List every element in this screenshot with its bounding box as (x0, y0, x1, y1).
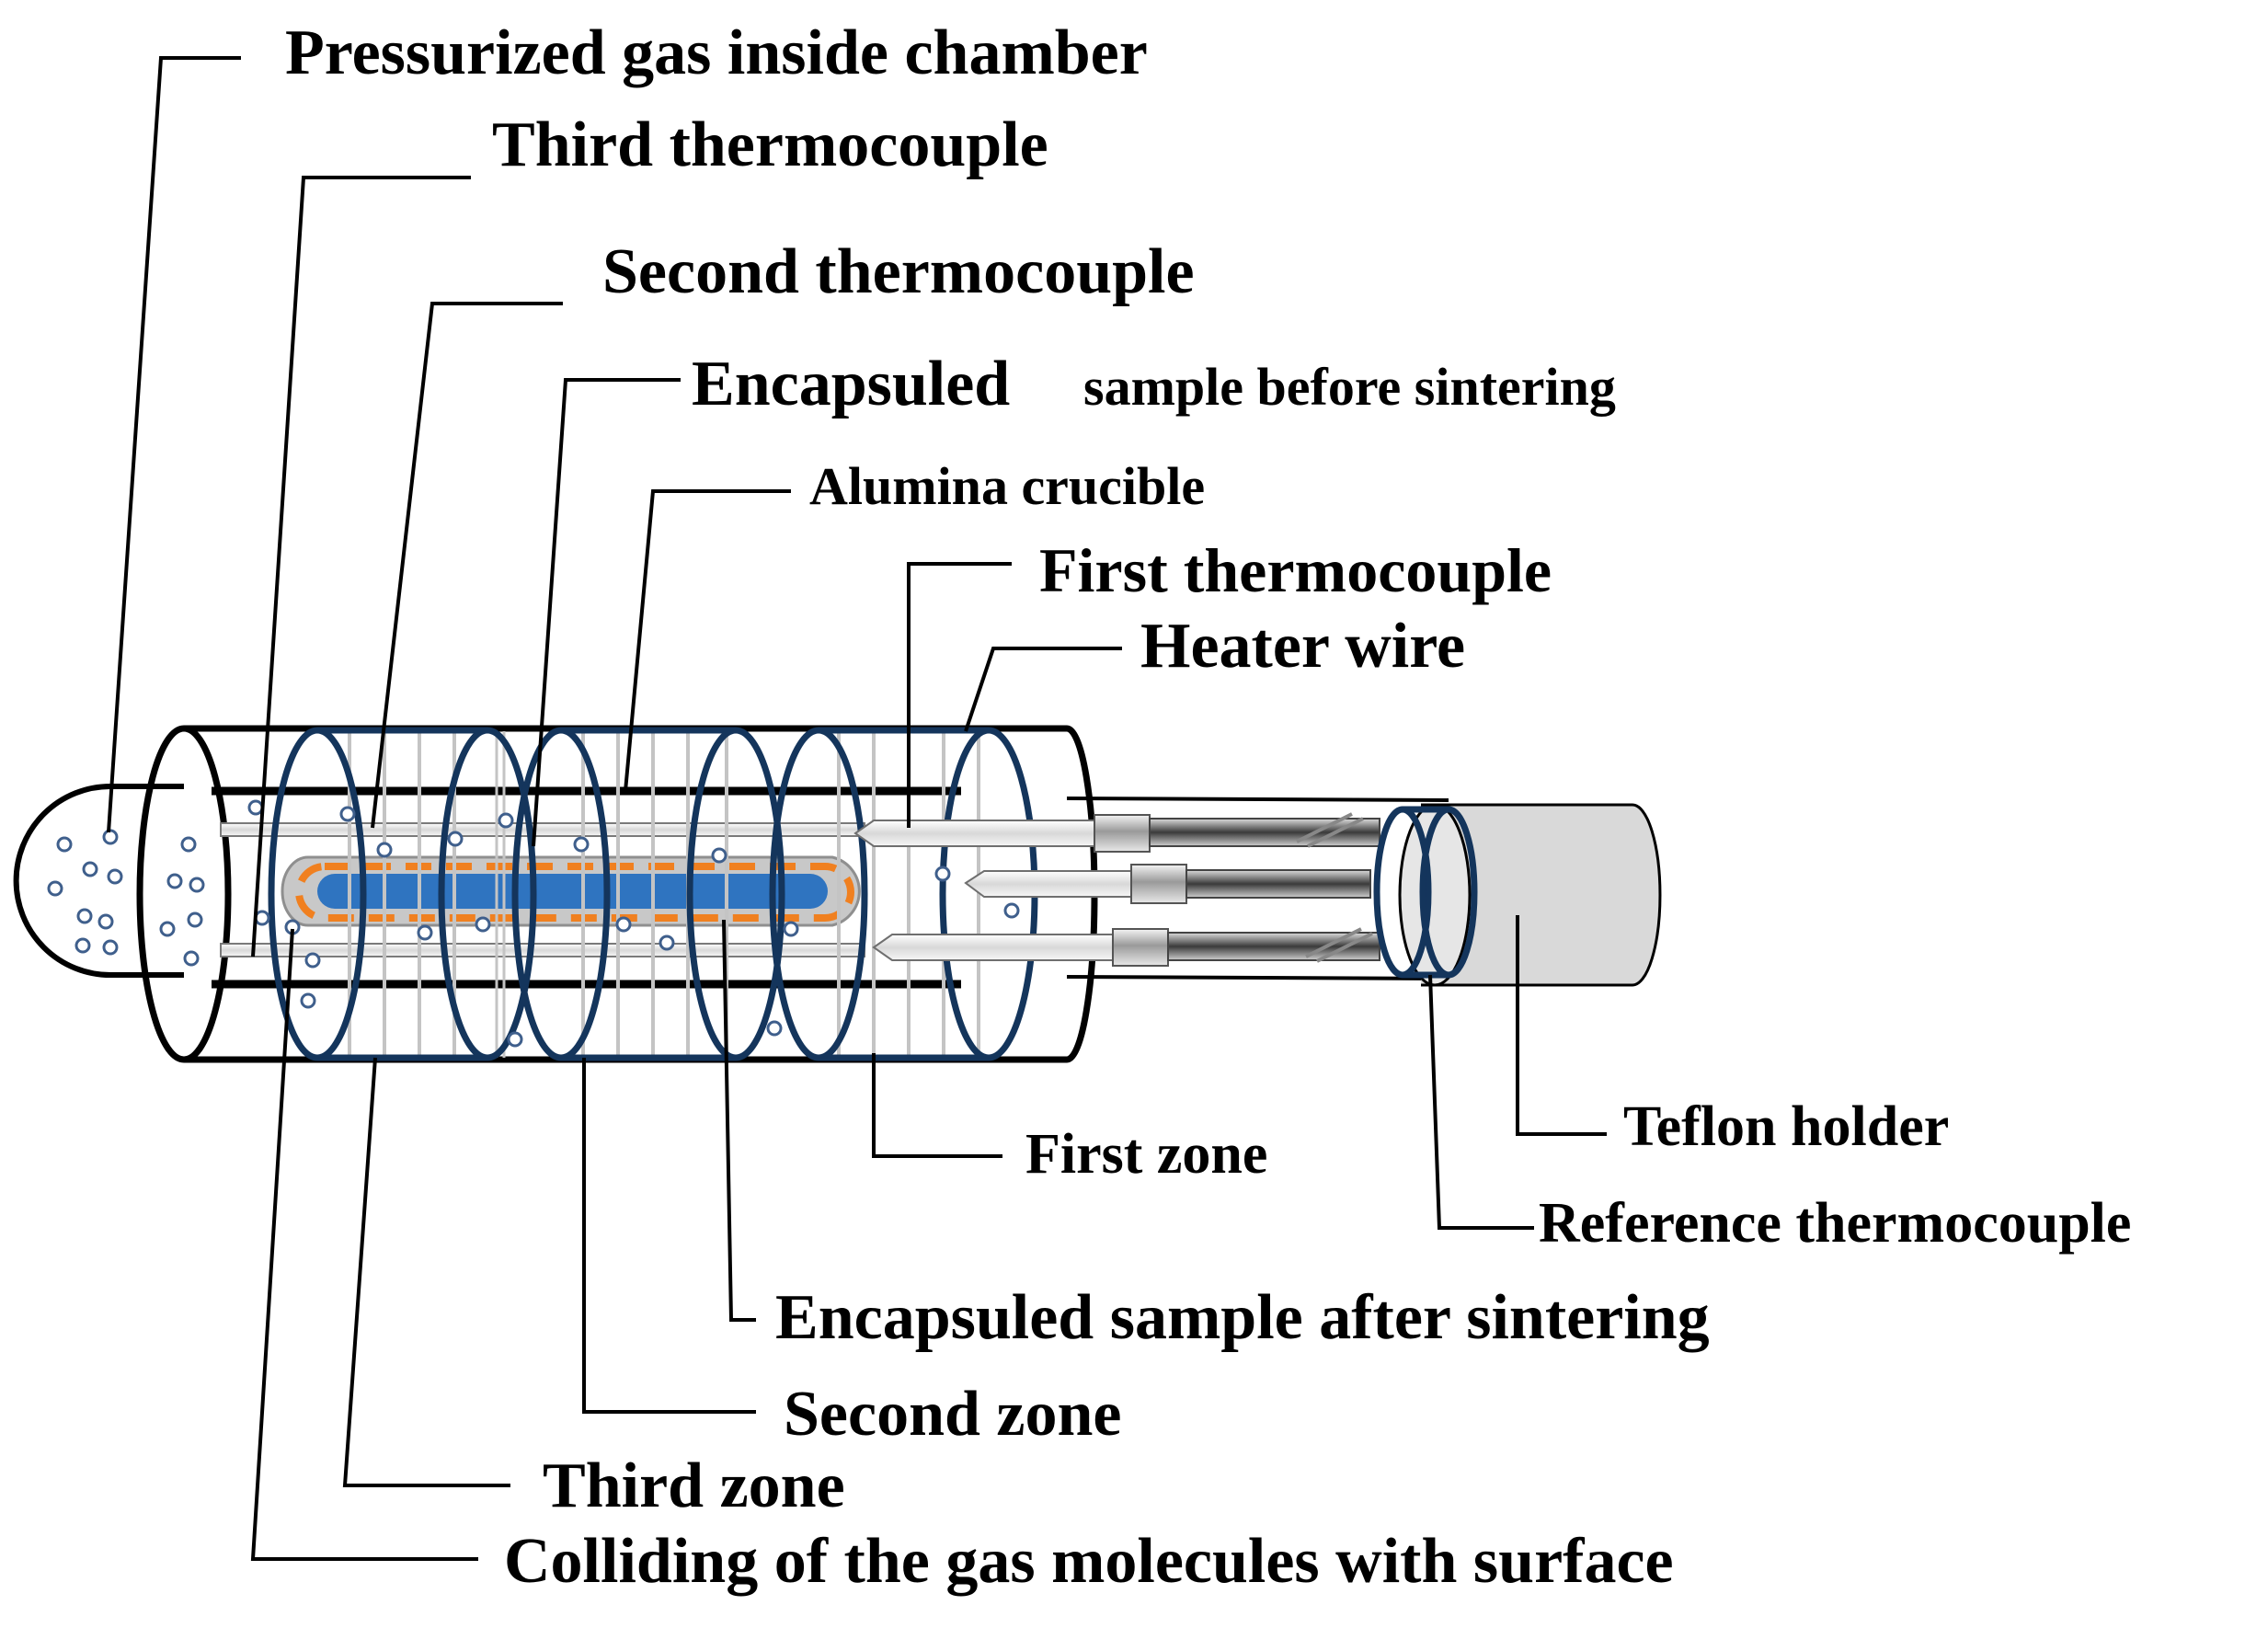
label-second-thermocouple: Second thermocouple (602, 236, 1195, 307)
label-third-thermocouple: Third thermocouple (492, 109, 1048, 180)
heater-wire-lines (348, 731, 980, 1058)
label-pressurized-gas: Pressurized gas inside chamber (285, 17, 1148, 88)
encapsuled-sample-after-sintering-outline (295, 863, 854, 922)
teflon-holder (1398, 803, 1662, 987)
reference-thermocouple-ring (1373, 806, 1478, 979)
label-teflon-holder: Teflon holder (1623, 1095, 1949, 1158)
second-zone-coil (511, 727, 785, 1061)
leader-encapsuled-after (722, 919, 756, 1322)
zone-separator (495, 731, 506, 1058)
external-thermocouple-probes (853, 797, 1449, 980)
leader-reference-thermocouple (1428, 974, 1534, 1230)
label-second-zone: Second zone (784, 1379, 1122, 1450)
leader-third-thermocouple (251, 176, 471, 957)
inner-furnace-bars (212, 786, 961, 989)
leader-lines (107, 56, 1607, 1561)
encapsuled-sample-before-sintering (317, 874, 828, 909)
label-reference-thermocouple: Reference thermocouple (1539, 1192, 2131, 1255)
leader-teflon-holder (1516, 915, 1607, 1136)
label-alumina-crucible: Alumina crucible (809, 456, 1205, 516)
label-first-thermocouple: First thermocouple (1039, 535, 1552, 605)
leader-third-zone (342, 1057, 510, 1487)
leader-second-zone (582, 1058, 756, 1414)
label-encapsuled-after: Encapsuled sample after sintering (775, 1282, 1710, 1353)
label-encapsuled-before-a: Encapsuled (692, 349, 1010, 419)
leader-colliding (250, 928, 478, 1561)
labels: Pressurized gas inside chamber Third the… (285, 17, 2131, 1597)
chamber-end-cap (13, 784, 184, 978)
leader-encapsuled-before (532, 378, 681, 847)
label-colliding: Colliding of the gas molecules with surf… (504, 1526, 1674, 1597)
internal-thermocouple-rods (220, 822, 865, 957)
leader-heater-wire (964, 647, 1122, 732)
third-zone-coil (268, 727, 537, 1061)
label-encapsuled-before-b: sample before sintering (1083, 357, 1616, 417)
label-first-zone: First zone (1025, 1123, 1267, 1186)
leader-first-thermocouple (907, 562, 1012, 828)
gas-molecules (47, 799, 1020, 1048)
leader-pressurized-gas (107, 56, 241, 833)
label-heater-wire: Heater wire (1140, 611, 1465, 682)
leader-first-zone (872, 1053, 1002, 1158)
leader-alumina-crucible (624, 489, 791, 792)
label-third-zone: Third zone (543, 1450, 845, 1521)
leader-second-thermocouple (371, 302, 563, 829)
